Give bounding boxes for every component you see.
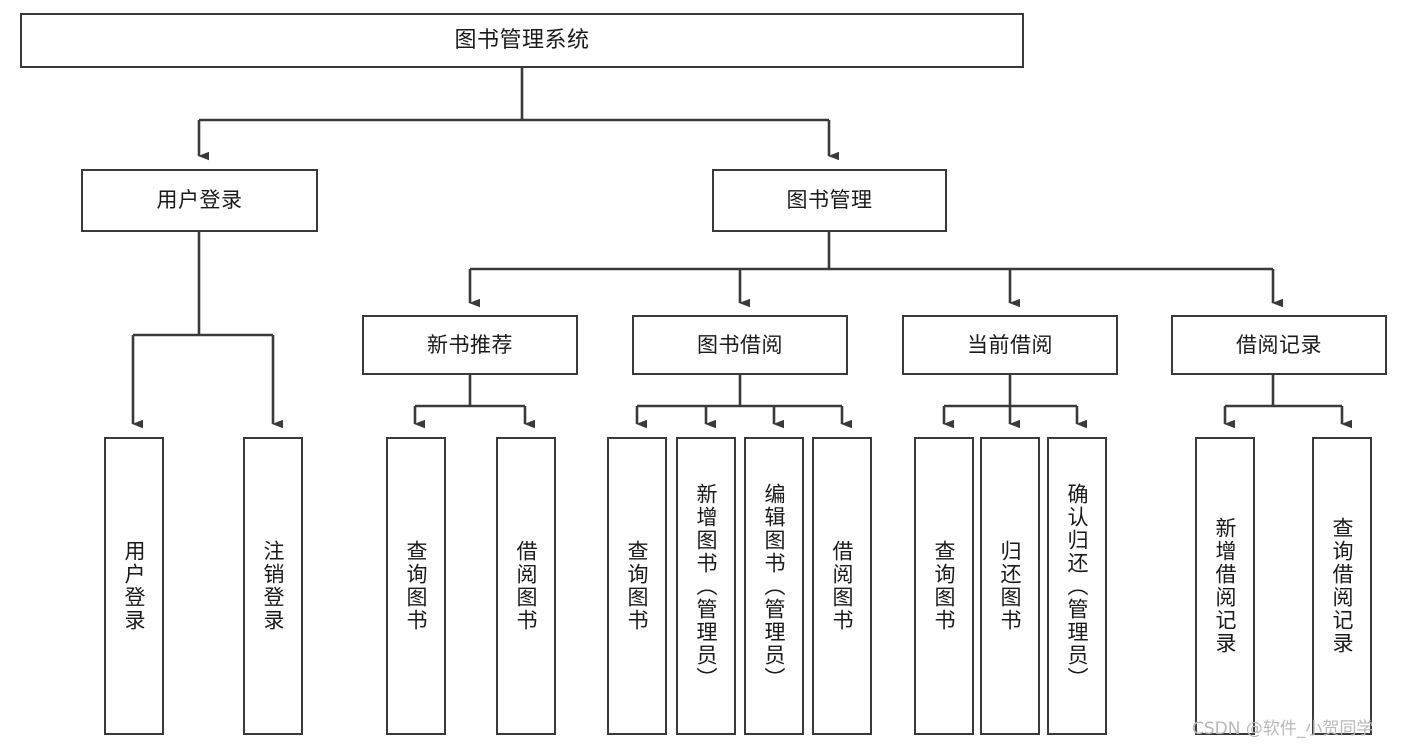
node-leaf-query-book-3-label: 查询图书 — [932, 540, 957, 632]
node-leaf-query-book-1-label: 查询图书 — [404, 540, 429, 632]
node-leaf-borrow-book-2[interactable]: 借阅图书 — [812, 437, 872, 735]
node-leaf-query-record-label: 查询借阅记录 — [1330, 517, 1355, 655]
node-leaf-add-book-label: 新增图书（管理员） — [694, 482, 719, 690]
node-root[interactable]: 图书管理系统 — [20, 13, 1024, 68]
node-leaf-return-book[interactable]: 归还图书 — [980, 437, 1040, 735]
node-user-login-label: 用户登录 — [156, 188, 243, 213]
node-borrow-record[interactable]: 借阅记录 — [1171, 315, 1387, 375]
node-leaf-user-login-label: 用户登录 — [122, 540, 147, 632]
node-leaf-query-book-3[interactable]: 查询图书 — [914, 437, 974, 735]
node-leaf-borrow-book-1-label: 借阅图书 — [514, 540, 539, 632]
node-leaf-logout-login[interactable]: 注销登录 — [243, 437, 303, 735]
node-leaf-query-book-2[interactable]: 查询图书 — [607, 437, 667, 735]
node-book-manage-label: 图书管理 — [786, 188, 873, 213]
node-leaf-borrow-book-2-label: 借阅图书 — [830, 540, 855, 632]
node-book-borrow[interactable]: 图书借阅 — [632, 315, 848, 375]
node-leaf-confirm-return-label: 确认归还（管理员） — [1065, 482, 1090, 690]
node-new-book-recommend[interactable]: 新书推荐 — [362, 315, 578, 375]
node-current-borrow[interactable]: 当前借阅 — [902, 315, 1118, 375]
node-leaf-user-login[interactable]: 用户登录 — [104, 437, 164, 735]
node-leaf-edit-book[interactable]: 编辑图书（管理员） — [744, 437, 804, 735]
node-leaf-query-book-1[interactable]: 查询图书 — [386, 437, 446, 735]
node-user-login[interactable]: 用户登录 — [81, 169, 318, 232]
node-leaf-query-book-2-label: 查询图书 — [625, 540, 650, 632]
node-leaf-borrow-book-1[interactable]: 借阅图书 — [496, 437, 556, 735]
node-book-borrow-label: 图书借阅 — [697, 332, 783, 357]
node-leaf-logout-login-label: 注销登录 — [261, 540, 286, 632]
node-root-label: 图书管理系统 — [454, 27, 590, 53]
node-leaf-add-record[interactable]: 新增借阅记录 — [1195, 437, 1255, 735]
csdn-watermark: CSDN @软件_小贺同学 — [1192, 719, 1374, 739]
node-leaf-query-record[interactable]: 查询借阅记录 — [1312, 437, 1372, 735]
node-current-borrow-label: 当前借阅 — [967, 332, 1053, 357]
node-leaf-confirm-return[interactable]: 确认归还（管理员） — [1047, 437, 1107, 735]
node-new-book-recommend-label: 新书推荐 — [427, 332, 513, 357]
node-borrow-record-label: 借阅记录 — [1236, 332, 1322, 357]
node-leaf-edit-book-label: 编辑图书（管理员） — [762, 482, 787, 690]
node-leaf-add-book[interactable]: 新增图书（管理员） — [676, 437, 736, 735]
node-leaf-return-book-label: 归还图书 — [998, 540, 1023, 632]
node-book-manage[interactable]: 图书管理 — [712, 169, 947, 232]
node-leaf-add-record-label: 新增借阅记录 — [1213, 517, 1238, 655]
